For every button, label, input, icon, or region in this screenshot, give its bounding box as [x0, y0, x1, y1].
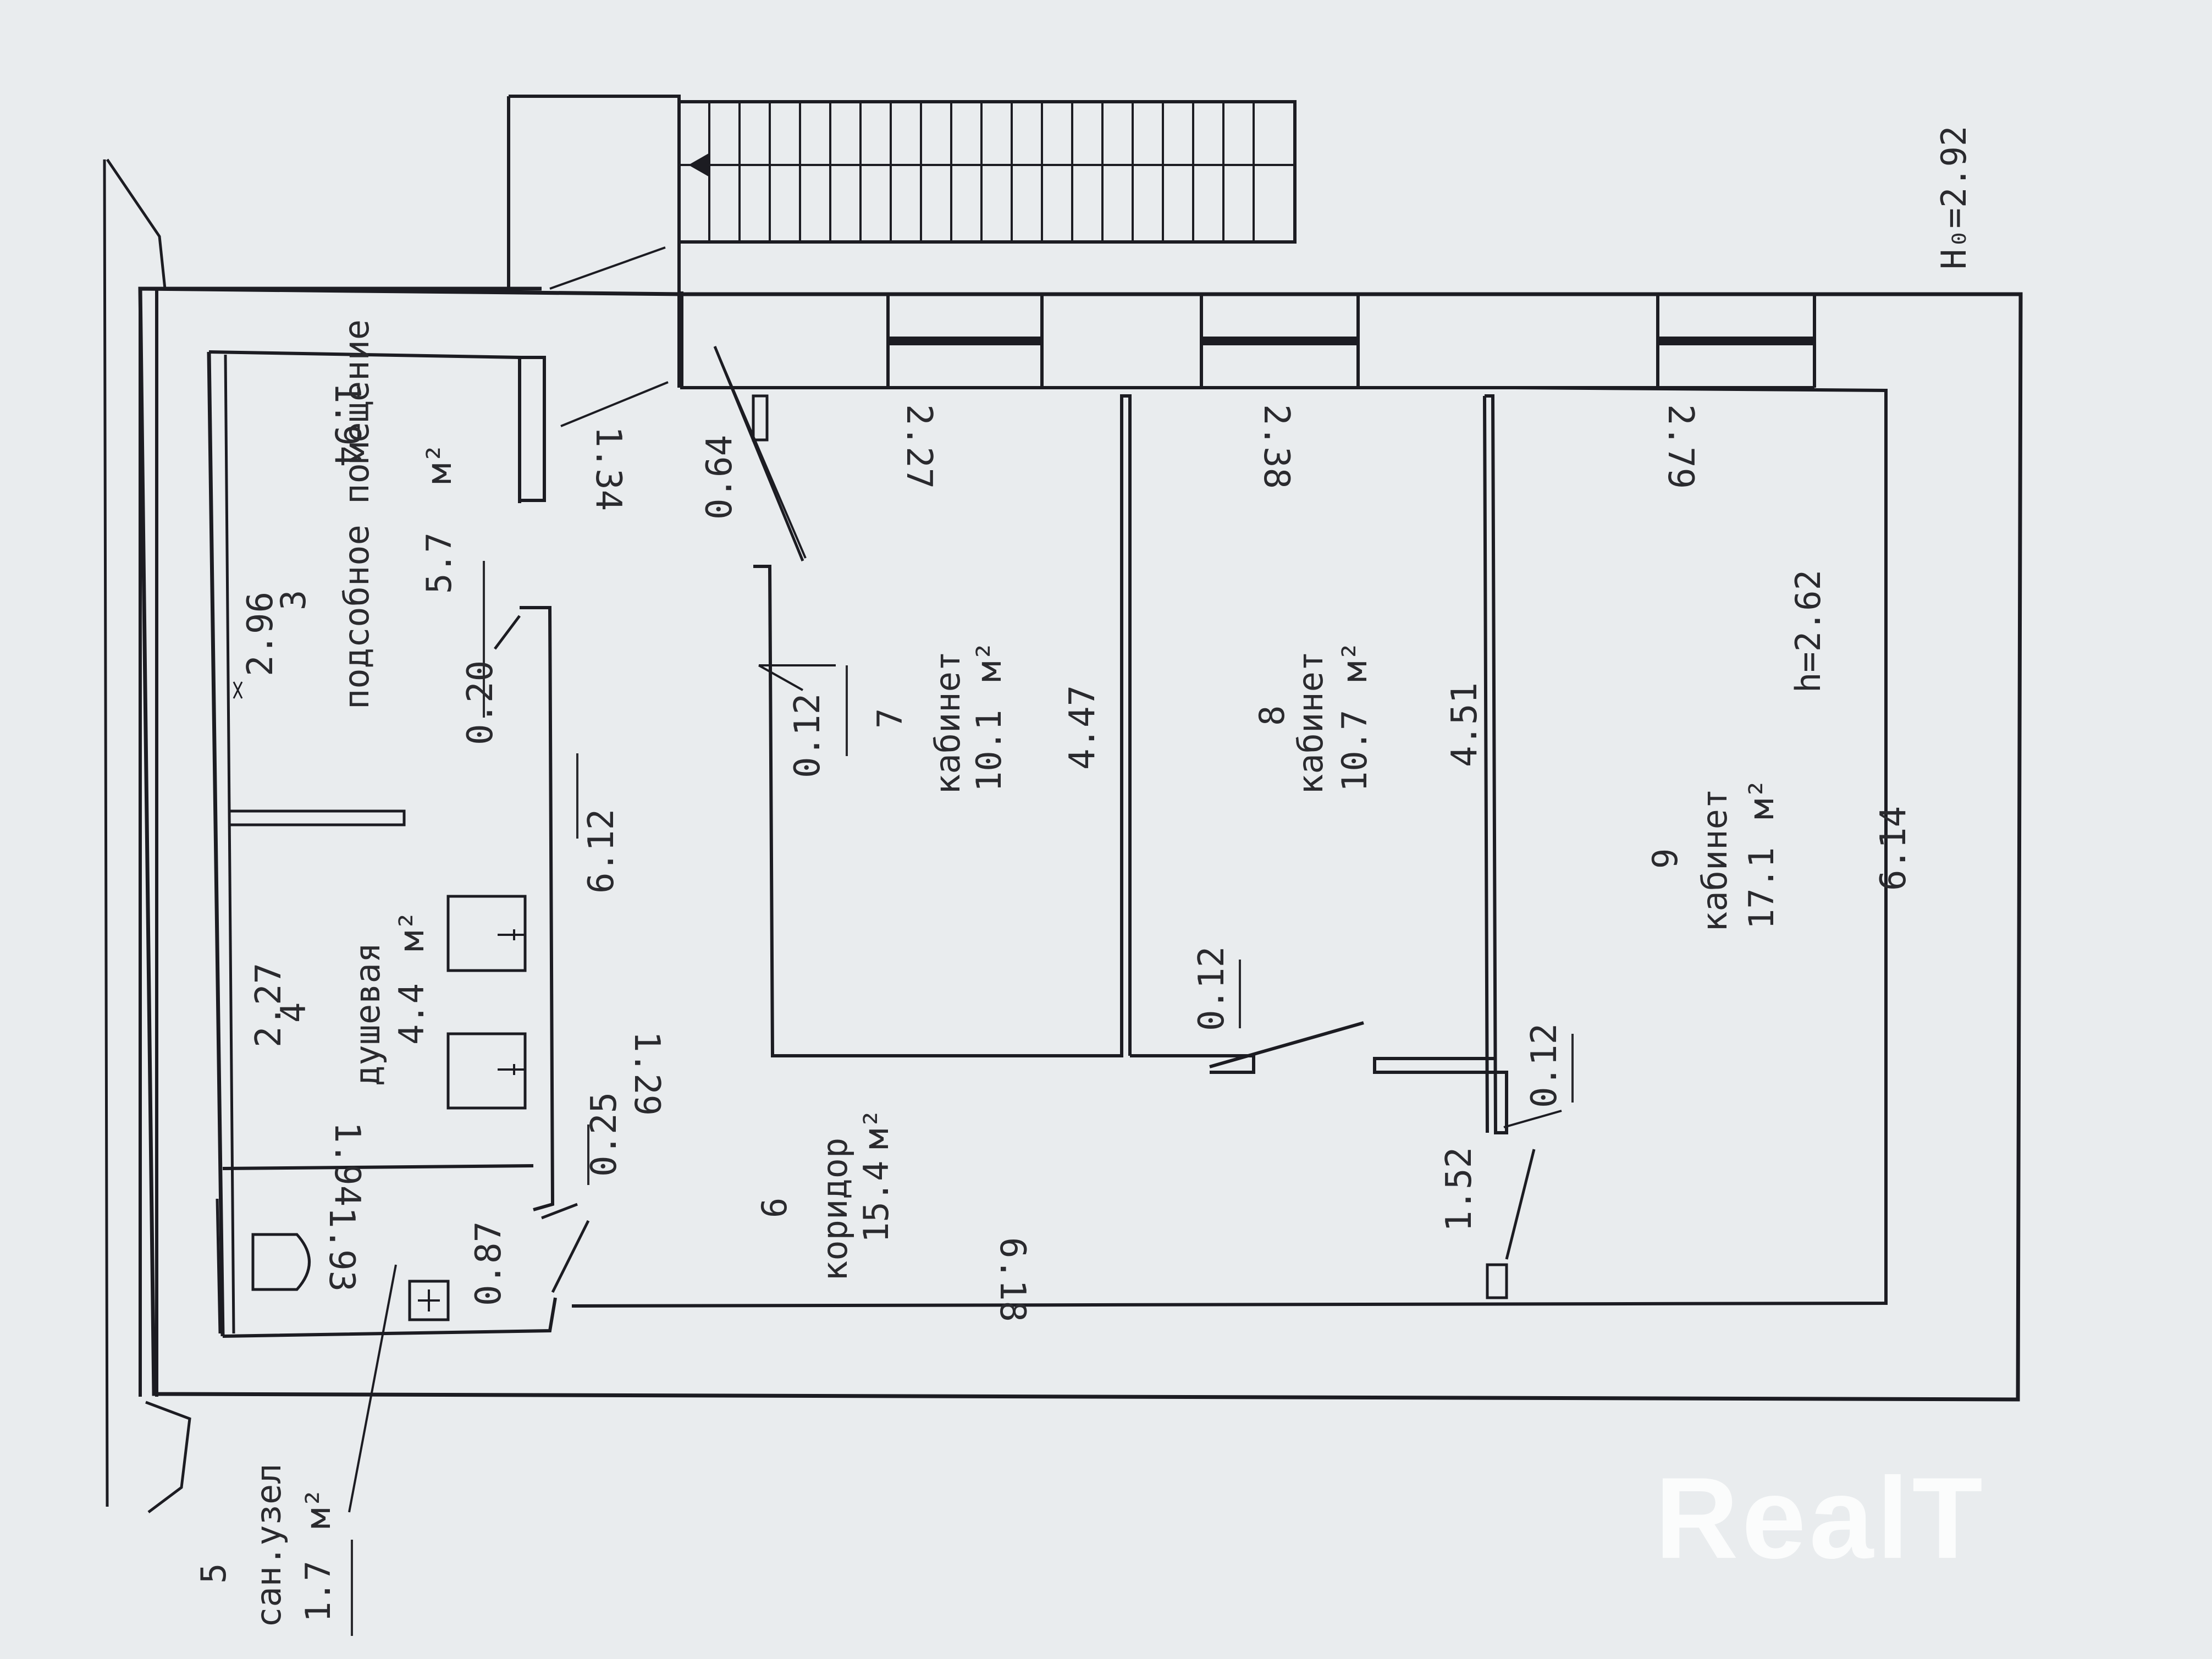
leader-0.64: [714, 346, 807, 559]
top-wall-outer: [680, 291, 1814, 389]
room7-area: 10.1: [969, 710, 1009, 792]
dim-6-12: 6.12: [581, 809, 622, 894]
inner-wall: [208, 350, 1888, 1338]
dim-0-12-c: 0.12: [1524, 1023, 1565, 1108]
leader-1.34: [560, 381, 669, 427]
dim-0-20: 0.20: [460, 660, 501, 745]
room6-number: 6: [754, 1198, 795, 1218]
dim-2-79: 2.79: [1660, 404, 1701, 489]
dim-6-18: 6.18: [992, 1237, 1033, 1322]
room3-bottom: [520, 606, 555, 1211]
sink-taps: [498, 929, 525, 1075]
toilet: [251, 1233, 311, 1291]
dim-4-51: 4.51: [1444, 682, 1485, 767]
total-height-label: H₀=2.92: [1934, 126, 1974, 269]
shower-door: [494, 615, 590, 1293]
dim-1-93: 1.93: [321, 1207, 362, 1292]
dim-6-14: 6.14: [1873, 806, 1914, 891]
dim-2-96: 2.96: [240, 592, 281, 676]
room7-name: кабинет: [928, 651, 968, 795]
room9-wall: [1373, 394, 1508, 1134]
porch-bottom: [145, 1401, 191, 1513]
dim-0-25: 0.25: [584, 1092, 625, 1177]
stair-treads: [708, 102, 1255, 242]
room5-area: 1.7: [298, 1561, 338, 1622]
landing-diag: [549, 246, 666, 290]
dim-1-34: 1.34: [588, 426, 628, 511]
room5-unit: м²: [298, 1487, 338, 1529]
label-underlines: [351, 561, 1574, 1636]
outer-wall: [138, 286, 2023, 1402]
room4-area: 4.4: [391, 983, 432, 1045]
dim-0-87: 0.87: [468, 1221, 509, 1306]
room3-name: подсобное помещение: [337, 319, 377, 709]
dim-4-47: 4.47: [1062, 685, 1103, 770]
sink-2: [446, 1032, 527, 1110]
room9-name: кабинет: [1695, 789, 1735, 932]
leader-0.12-c: [1503, 1110, 1562, 1128]
dim-0-12-b: 0.12: [1191, 946, 1232, 1031]
room8-number: 8: [1252, 706, 1292, 726]
plan-labels: H₀=2.92 3 подсобное помещение 5.7 м² 4 д…: [194, 126, 1974, 1628]
shower-wc-divider: [222, 1164, 534, 1170]
sink-1: [446, 895, 527, 972]
floor-drain-mark: [418, 1289, 440, 1311]
stair-outline: [677, 100, 1297, 244]
room6-area: 15.4: [856, 1161, 896, 1243]
dim-1-29: 1.29: [626, 1031, 667, 1116]
room8-wall: [1130, 1021, 1364, 1074]
room8-unit: м²: [1334, 641, 1375, 682]
room7-unit: м²: [969, 641, 1009, 682]
room4-unit: м²: [391, 910, 432, 951]
porch-left: [103, 158, 167, 1507]
room8-area: 10.7: [1334, 710, 1375, 792]
dim-0-12-a: 0.12: [787, 693, 828, 778]
dim-0-64: 0.64: [699, 435, 740, 520]
room9-unit: м²: [1741, 778, 1781, 819]
dim-1-94-shower: 1.94: [327, 1122, 367, 1206]
dim-2-27-room7: 2.27: [898, 404, 939, 489]
room3-unit: м²: [419, 443, 459, 484]
room5-inner: [216, 1198, 222, 1334]
room8-name: кабинет: [1290, 651, 1331, 795]
room3-wall: [517, 356, 546, 502]
dim-2-38: 2.38: [1256, 404, 1297, 489]
dim-1-94-top: 1.94: [327, 382, 367, 467]
room5-number: 5: [194, 1563, 234, 1584]
room3-shower-divider: [228, 809, 406, 826]
stair-arrow: [688, 152, 710, 178]
dim-1-52: 1.52: [1439, 1147, 1480, 1232]
room4-number: 4: [273, 1002, 313, 1023]
landing: [507, 95, 681, 388]
watermark: RealT: [1655, 1453, 1986, 1583]
vent-mark: [233, 681, 243, 699]
inner-left-wall-2: [224, 354, 235, 1334]
room7-wall: [753, 394, 1132, 1057]
inner-left-wall: [207, 351, 225, 1337]
dim-2-27-shower: 2.27: [249, 963, 289, 1048]
room-height-label: h=2.62: [1788, 570, 1828, 693]
room6-name: коридор: [815, 1138, 855, 1281]
room4-name: душевая: [347, 943, 388, 1086]
leader-room5: [348, 1264, 397, 1513]
leader-0.12-a: [758, 664, 803, 691]
plan-linework: [103, 95, 2023, 1513]
room9-number: 9: [1645, 848, 1685, 869]
room9-door: [1486, 1149, 1536, 1299]
room5-name: сан.узел: [249, 1463, 289, 1628]
room6-unit: м²: [856, 1108, 896, 1149]
room3-number: 3: [273, 590, 313, 610]
room9-area: 17.1: [1741, 847, 1781, 929]
room7-number: 7: [870, 708, 910, 729]
outer-wall-left-thick: [139, 289, 158, 1397]
floor-drain: [408, 1280, 450, 1321]
room3-area: 5.7: [419, 532, 459, 594]
